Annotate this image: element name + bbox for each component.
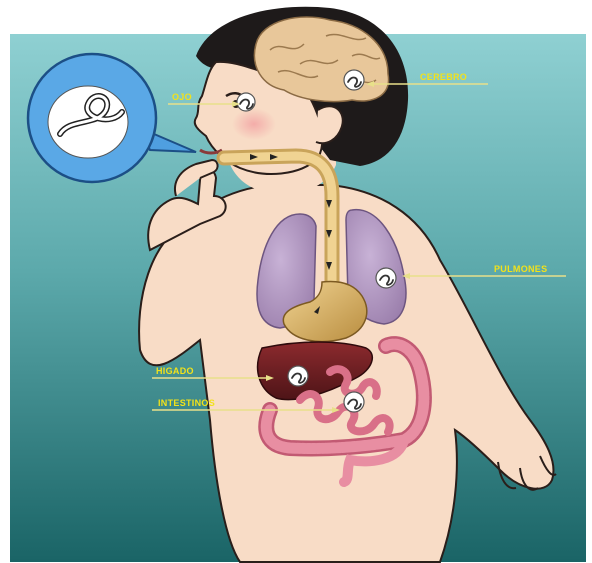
label-cerebro: CEREBRO: [420, 72, 467, 82]
worm-marker-eye: [237, 93, 255, 111]
label-pulmones: PULMONES: [494, 264, 547, 274]
worm-marker-brain: [344, 70, 364, 90]
label-intestinos: INTESTINOS: [158, 398, 215, 408]
worm-marker-lungs: [376, 268, 396, 288]
label-ojo: OJO: [172, 92, 192, 102]
worm-marker-intestines: [344, 392, 364, 412]
worm-marker-liver: [288, 366, 308, 386]
label-higado: HIGADO: [156, 366, 194, 376]
